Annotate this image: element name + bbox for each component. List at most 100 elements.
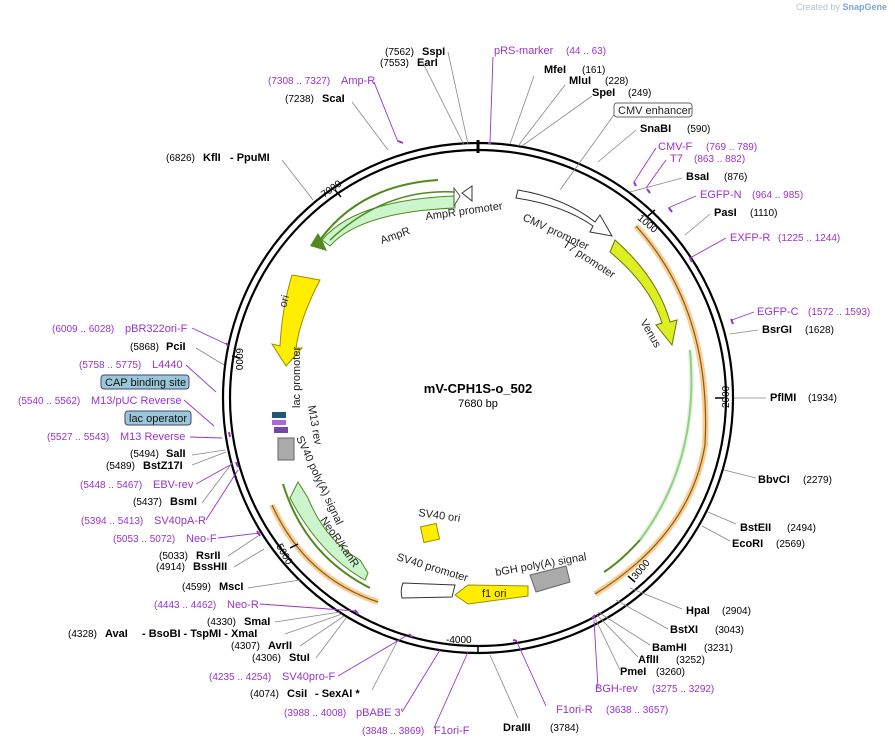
msci-name: MscI <box>219 581 243 593</box>
leader-t7 <box>645 159 667 189</box>
bsrgi-pos: (1628) <box>805 325 834 336</box>
msci-pos: (4599) <box>182 582 211 593</box>
avrii-pos: (4307) <box>231 641 260 652</box>
mfei-pos: (161) <box>582 65 605 76</box>
bstxi-pos: (3043) <box>715 625 744 636</box>
leader-smai <box>274 611 341 623</box>
bamhi-name: BamHI <box>652 642 687 654</box>
primer-neo-f-range: (5053 .. 5072) <box>113 534 175 545</box>
leader-ecori <box>701 525 731 542</box>
leader-snabi <box>597 129 637 163</box>
plasmid-size: 7680 bp <box>458 398 498 410</box>
pasi-pos: (1110) <box>750 208 777 219</box>
primer-pbabe-name: pBABE 3' <box>356 707 403 719</box>
sali-name: SalI <box>166 448 186 460</box>
bsai-name: BsaI <box>686 171 709 183</box>
leader-pmei <box>593 615 621 671</box>
smai-name: SmaI <box>244 616 270 628</box>
leader-egfp-n <box>667 195 697 209</box>
features <box>269 179 709 605</box>
primer-m13-puc-reverse-name: M13/pUC Reverse <box>91 395 181 407</box>
primer-exfp-r-range: (1225 .. 1244) <box>778 233 840 244</box>
mark-f1ori-r <box>512 639 518 642</box>
leader-hpai <box>629 587 683 610</box>
primer-f1ori-r-range: (3638 .. 3657) <box>606 705 668 716</box>
pasi-name: PasI <box>714 207 737 219</box>
leader-bsmi <box>201 462 233 504</box>
hpai-pos: (2904) <box>722 606 751 617</box>
leader-bsteii <box>707 511 737 525</box>
primer-egfp-c-name: EGFP-C <box>757 306 799 318</box>
ampr-region-arc <box>319 179 439 241</box>
leader-m13-puc-reverse <box>183 399 215 427</box>
leader-aflii <box>595 613 639 658</box>
leader-f1ori-f <box>433 651 469 729</box>
tick-label-4000: -4000 <box>446 635 472 646</box>
spei-name: SpeI <box>592 87 615 99</box>
bstz17i-pos: (5489) <box>106 461 135 472</box>
boxed-labels: CMV enhancer CAP binding site lac operat… <box>100 102 693 426</box>
ori-arrow <box>270 274 321 367</box>
ampr-arrowhead <box>310 233 327 251</box>
primer-sv40pro-f-name: SV40pro-F <box>282 671 335 683</box>
leader-bstxi <box>615 599 669 630</box>
bbvci-name: BbvCI <box>758 474 790 486</box>
leader-f1ori-r <box>515 639 547 707</box>
scai-pos: (7238) <box>285 94 314 105</box>
smai-pos: (4330) <box>207 617 236 628</box>
leader-neo-r <box>259 603 357 612</box>
kfli-alt: - PpuMI <box>230 152 270 164</box>
leader-exfp-r <box>689 237 727 259</box>
leader-stui <box>315 617 347 659</box>
primer-l4440-range: (5758 .. 5775) <box>79 360 141 371</box>
primer-labels: pRS-marker (44 .. 63) (7308 .. 7327) Amp… <box>18 45 870 737</box>
leader-avai <box>284 613 343 635</box>
leader-pcii <box>195 347 225 366</box>
primer-sv40pa-r-name: SV40pA-R <box>154 515 206 527</box>
draiii-name: DraIII <box>503 722 531 734</box>
leader-bsshii <box>233 548 265 568</box>
primer-ebv-rev-name: EBV-rev <box>153 479 194 491</box>
leader-bgh-rev <box>593 619 599 689</box>
tick-3000 <box>627 575 636 583</box>
leader-l4440 <box>185 364 217 393</box>
mlui-name: MluI <box>569 75 591 87</box>
mark-neo-f <box>256 530 261 537</box>
ampr-promoter-arrow-tip <box>453 186 461 208</box>
primer-pbr322ori-f-name: pBR322ori-F <box>125 323 188 335</box>
aflii-pos: (3252) <box>676 655 705 666</box>
cmv-enhancer-label: CMV enhancer <box>618 105 692 117</box>
leader-draiii <box>489 654 519 719</box>
mark-pbr322 <box>225 342 229 347</box>
sspi-name: SspI <box>422 46 445 58</box>
label-sv40-promoter: SV40 promoter <box>395 551 470 584</box>
lac-operator-mark <box>272 412 286 418</box>
orange-band-right-line <box>594 225 707 595</box>
leader-cmv-f <box>633 147 657 183</box>
mfei-name: MfeI <box>544 64 566 76</box>
snapgene-watermark: Created by SnapGene <box>796 2 887 12</box>
mark-amp-r <box>397 140 404 144</box>
ampr-arrow <box>321 195 456 247</box>
tick-label-6000: 6000 <box>233 348 244 371</box>
primer-amp-r-name: Amp-R <box>341 75 375 87</box>
tick-6000 <box>231 355 241 359</box>
leader-m13-reverse <box>189 436 223 439</box>
label-f1-ori: f1 ori <box>482 588 506 600</box>
mark-egfp-n <box>668 207 673 213</box>
leader-cmv-enhancer <box>559 111 617 191</box>
primer-amp-r-range: (7308 .. 7327) <box>268 76 330 87</box>
sv40-polya-gray-box <box>277 437 295 461</box>
csii-alt: - SexAI * <box>315 688 360 700</box>
mark-sv40pro <box>408 633 413 638</box>
primer-f1ori-f-name: F1ori-F <box>434 725 470 737</box>
stui-name: StuI <box>289 652 310 664</box>
csii-name: CsiI <box>287 688 307 700</box>
cap-binding-site-box <box>100 374 190 390</box>
primer-f1ori-f-range: (3848 .. 3869) <box>362 726 424 737</box>
primer-prs-marker-name: pRS-marker <box>494 45 554 57</box>
green-arc-left <box>282 483 371 589</box>
leader-neo-f <box>217 532 261 539</box>
pcii-pos: (5868) <box>130 342 159 353</box>
